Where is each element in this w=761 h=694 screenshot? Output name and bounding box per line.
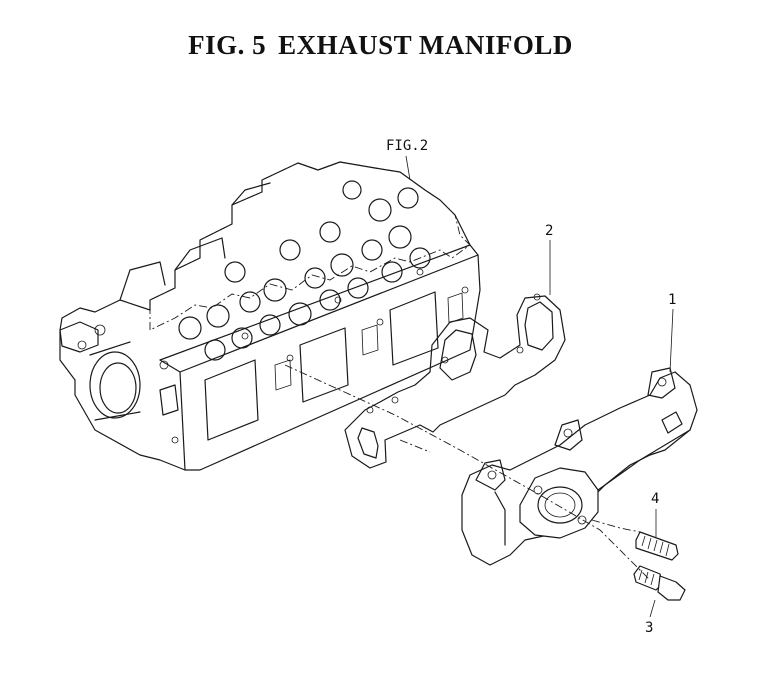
exhaust-manifold xyxy=(461,367,698,566)
callout-2: 2 xyxy=(545,223,553,239)
callout-fig2: FIG.2 xyxy=(386,138,428,154)
cylinder-head xyxy=(59,161,481,471)
callout-3: 3 xyxy=(645,620,653,636)
bolt-3 xyxy=(633,565,686,601)
figure-title: FIG. 5 EXHAUST MANIFOLD xyxy=(0,30,761,61)
leader-line-1 xyxy=(669,308,674,373)
callout-4: 4 xyxy=(651,491,659,507)
leader-line-fig2 xyxy=(405,155,411,181)
alignment-lines xyxy=(284,364,651,581)
manifold-gasket xyxy=(344,293,566,469)
leader-line-3 xyxy=(649,599,656,618)
figure-name: EXHAUST MANIFOLD xyxy=(278,30,573,60)
callout-1: 1 xyxy=(668,292,676,308)
figure-number: FIG. 5 xyxy=(188,30,267,60)
stud-4 xyxy=(635,531,679,561)
